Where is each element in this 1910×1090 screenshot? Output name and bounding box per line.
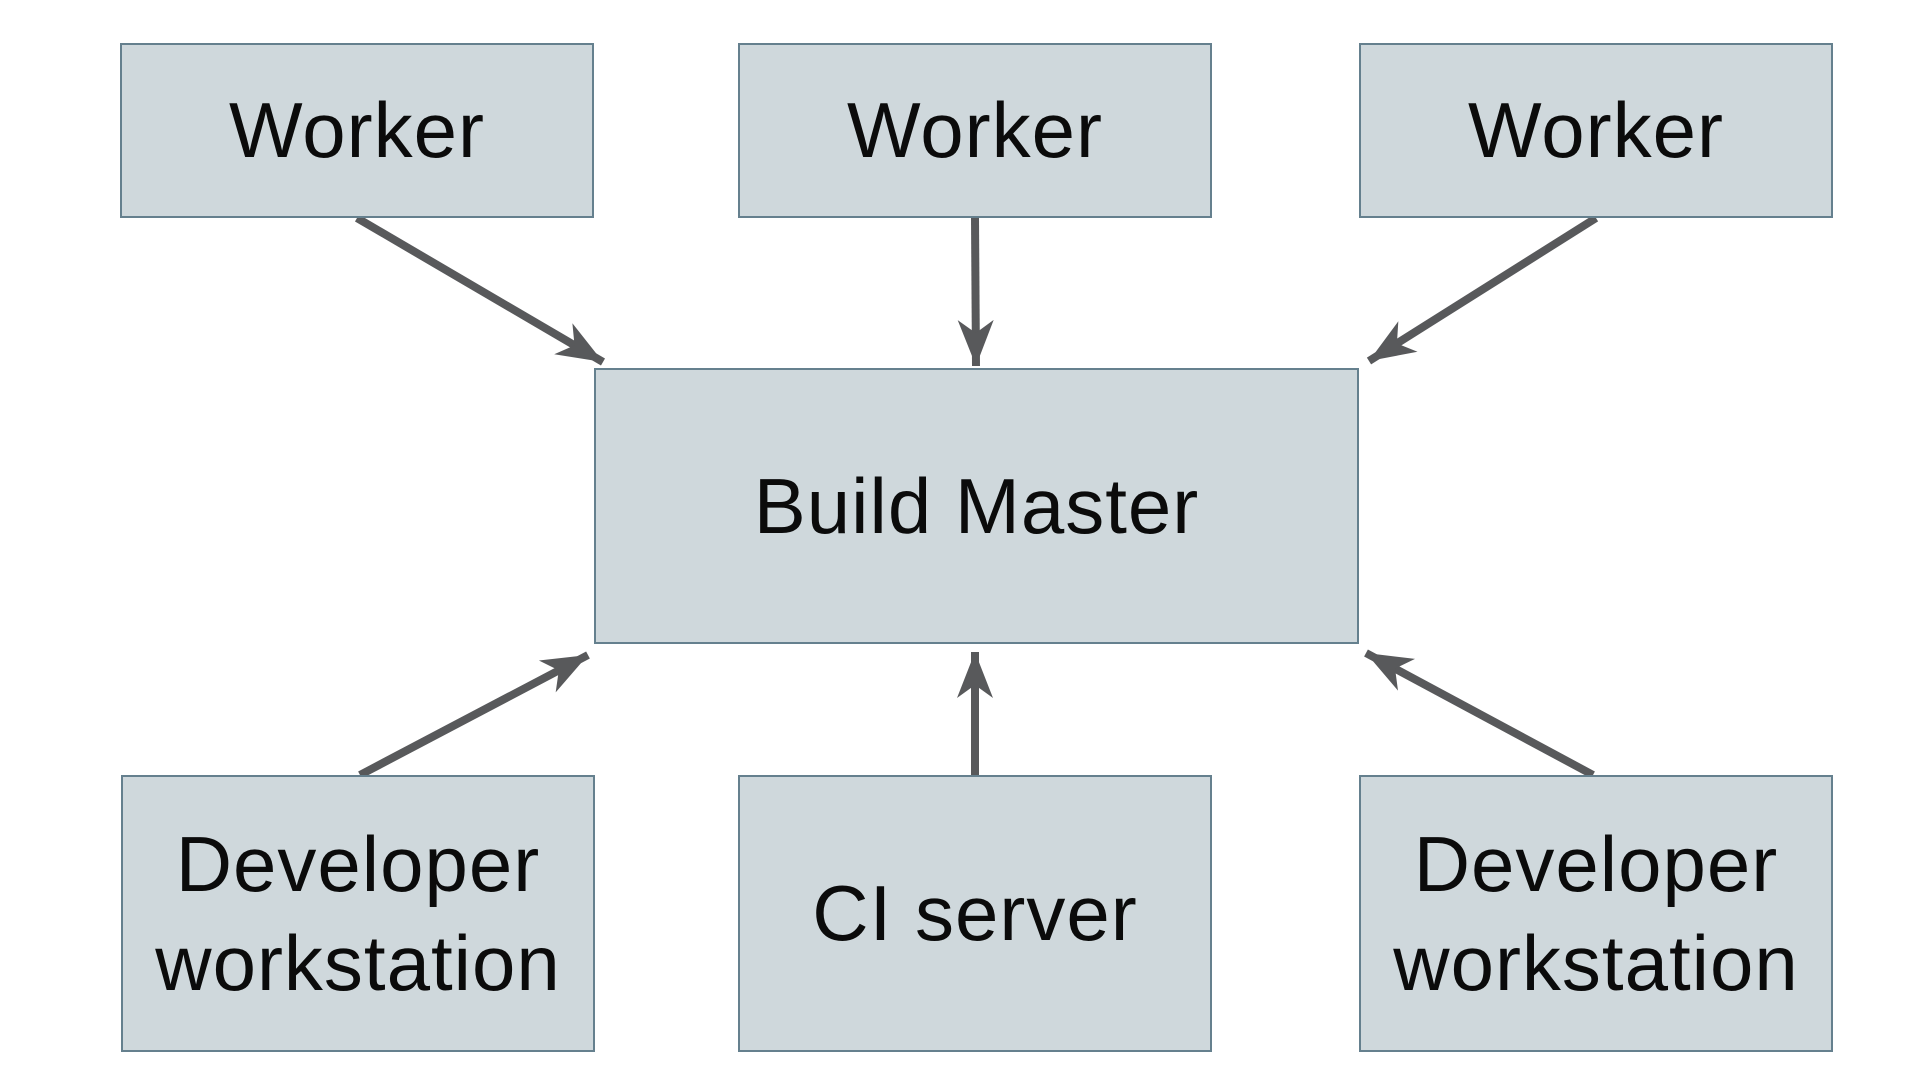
node-label-developer-workstation-1: Developer workstation [155, 820, 561, 1007]
node-worker-2: Worker [738, 43, 1212, 218]
arrow-worker-2-to-build-master [957, 217, 994, 367]
node-label-worker-1: Worker [229, 86, 485, 175]
node-label-developer-workstation-2: Developer workstation [1393, 820, 1799, 1007]
node-worker-1: Worker [120, 43, 594, 218]
arrow-developer-workstation-1-to-build-master [358, 651, 590, 779]
node-label-build-master: Build Master [753, 461, 1200, 550]
node-label-ci-server: CI server [812, 869, 1138, 958]
arrow-developer-workstation-2-to-build-master [1364, 649, 1595, 779]
node-developer-workstation-1: Developer workstation [121, 775, 595, 1052]
node-worker-3: Worker [1359, 43, 1833, 218]
arrow-worker-1-to-build-master [354, 214, 606, 366]
node-build-master: Build Master [594, 368, 1359, 644]
node-ci-server: CI server [738, 775, 1212, 1052]
arrow-worker-3-to-build-master [1366, 214, 1599, 365]
node-label-worker-3: Worker [1468, 86, 1724, 175]
node-developer-workstation-2: Developer workstation [1359, 775, 1833, 1052]
node-label-worker-2: Worker [847, 86, 1103, 175]
